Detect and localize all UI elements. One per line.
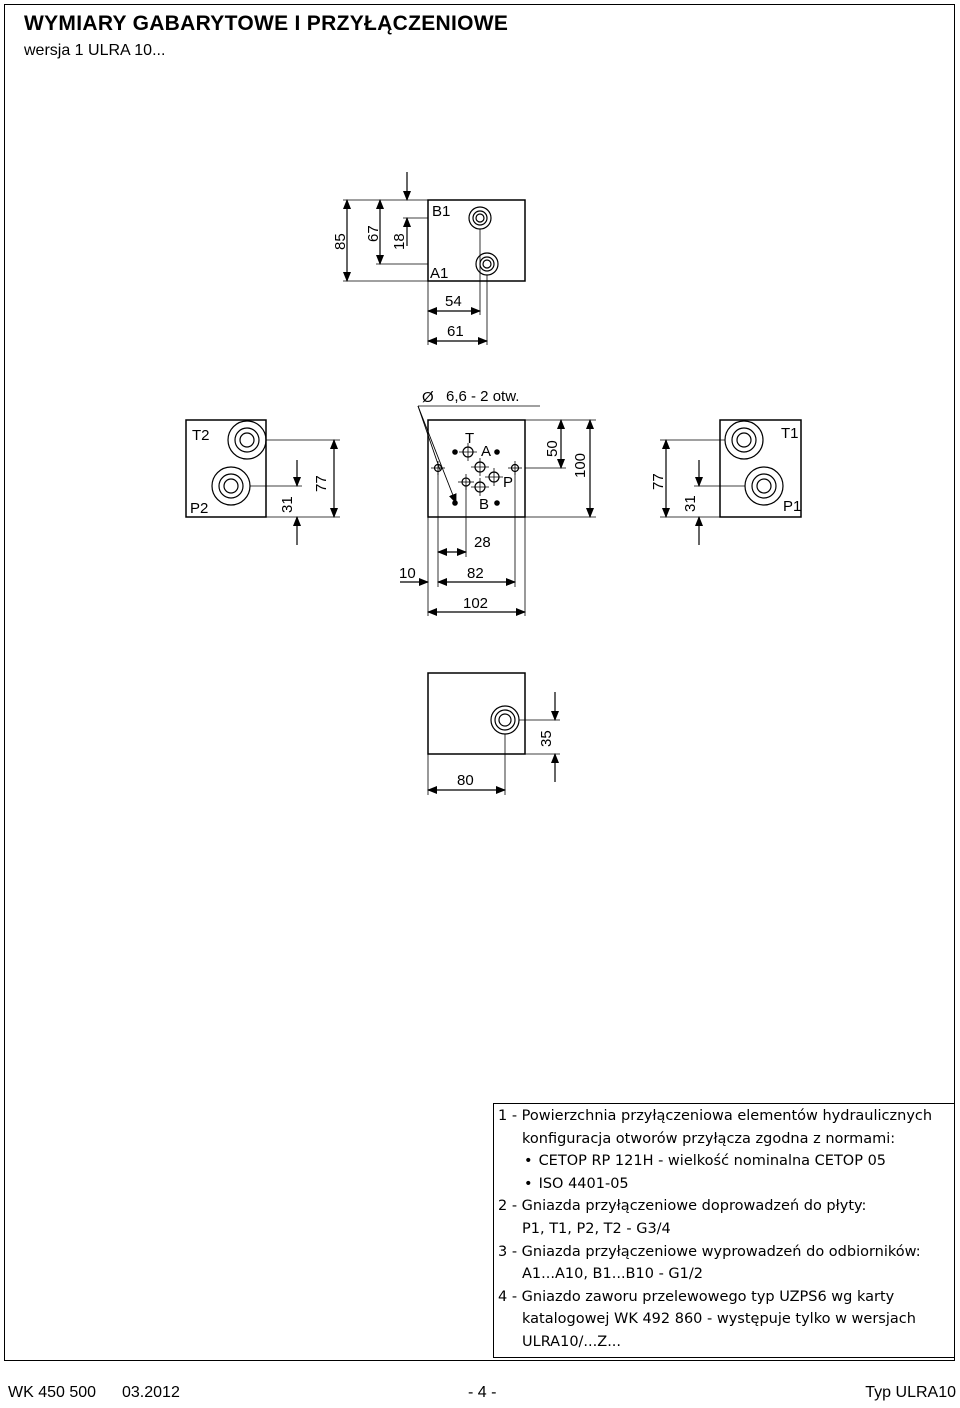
footer-doc-number: WK 450 500 <box>8 1384 97 1401</box>
right-side-view: T1 P1 77 31 <box>650 419 802 545</box>
dim-50: 50 <box>544 440 561 457</box>
dim-31-right: 31 <box>682 495 699 512</box>
port-label-t: T <box>465 430 474 447</box>
bolt-markers-icon <box>452 449 500 506</box>
dim-100: 100 <box>572 453 589 478</box>
note-4: 4 - Gniazdo zaworu przelewowego typ UZPS… <box>498 1288 895 1305</box>
dim-85: 85 <box>332 233 349 250</box>
port-a-icon <box>471 458 489 476</box>
dim-67: 67 <box>365 225 382 242</box>
dim-102: 102 <box>463 595 488 612</box>
footer-page-number: - 4 - <box>468 1384 497 1401</box>
bottom-view: 35 80 <box>427 672 560 795</box>
note-3-cont: A1...A10, B1...B10 - G1/2 <box>522 1266 703 1283</box>
port-label-a1: A1 <box>430 265 448 282</box>
note-1-bullet-cetop: CETOP RP 121H - wielkość nominalna CETOP… <box>498 1150 954 1173</box>
dim-28: 28 <box>474 534 491 551</box>
dim-35: 35 <box>538 730 555 747</box>
note-2: 2 - Gniazda przyłączeniowe doprowadzeń d… <box>498 1198 867 1215</box>
port-p2-icon <box>211 466 251 506</box>
port-label-a: A <box>481 443 491 460</box>
left-side-view: T2 P2 77 31 <box>185 419 340 545</box>
page-subtitle: wersja 1 ULRA 10... <box>24 42 166 59</box>
dim-10: 10 <box>399 565 416 582</box>
port-label-t2: T2 <box>192 427 210 444</box>
port-label-b1: B1 <box>432 203 450 220</box>
footer-type: Typ ULRA10 <box>865 1384 956 1401</box>
port-p-icon <box>485 468 503 486</box>
port-p1-icon <box>744 466 784 506</box>
page-title: WYMIARY GABARYTOWE I PRZYŁĄCZENIOWE <box>24 12 509 35</box>
dim-31-left: 31 <box>279 496 296 513</box>
dim-77-right: 77 <box>650 473 667 490</box>
dim-82: 82 <box>467 565 484 582</box>
port-b1-icon <box>468 206 492 230</box>
note-4-cont-2: ULRA10/...Z... <box>522 1333 622 1350</box>
hole-note: 6,6 - 2 otw. <box>446 388 519 405</box>
port-label-b: B <box>479 496 489 513</box>
note-2-cont: P1, T1, P2, T2 - G3/4 <box>522 1220 671 1237</box>
diameter-symbol: Ø <box>422 389 434 406</box>
front-view: Ø 6,6 - 2 otw. T <box>399 388 596 616</box>
footer-date: 03.2012 <box>122 1384 180 1401</box>
page-frame <box>4 4 955 1361</box>
top-view: B1 A1 85 67 18 54 61 <box>332 172 526 345</box>
port-t2-icon <box>227 420 267 460</box>
dim-54: 54 <box>445 293 462 310</box>
notes-box: 1 - Powierzchnia przyłączeniowa elementó… <box>493 1103 955 1358</box>
dim-80: 80 <box>457 772 474 789</box>
relief-valve-port-icon <box>490 705 520 735</box>
note-4-cont: katalogowej WK 492 860 - występuje tylko… <box>522 1311 916 1328</box>
port-label-p: P <box>503 474 513 491</box>
port-b-icon <box>471 478 489 496</box>
port-t1-icon <box>724 420 764 460</box>
port-label-p1: P1 <box>783 498 801 515</box>
note-1-cont: konfiguracja otworów przyłącza zgodna z … <box>522 1130 896 1147</box>
note-1-bullet-iso: ISO 4401-05 <box>498 1173 954 1196</box>
technical-drawing: B1 A1 85 67 18 54 61 T2 P2 <box>185 172 802 795</box>
port-label-t1: T1 <box>781 425 799 442</box>
note-3: 3 - Gniazda przyłączeniowe wyprowadzeń d… <box>498 1243 921 1260</box>
dim-77-left: 77 <box>313 475 330 492</box>
port-a1-icon <box>475 252 499 276</box>
dim-61: 61 <box>447 323 464 340</box>
port-t-icon <box>459 443 477 461</box>
dim-18: 18 <box>391 233 408 250</box>
note-1: 1 - Powierzchnia przyłączeniowa elementó… <box>498 1108 933 1124</box>
port-label-p2: P2 <box>190 500 208 517</box>
